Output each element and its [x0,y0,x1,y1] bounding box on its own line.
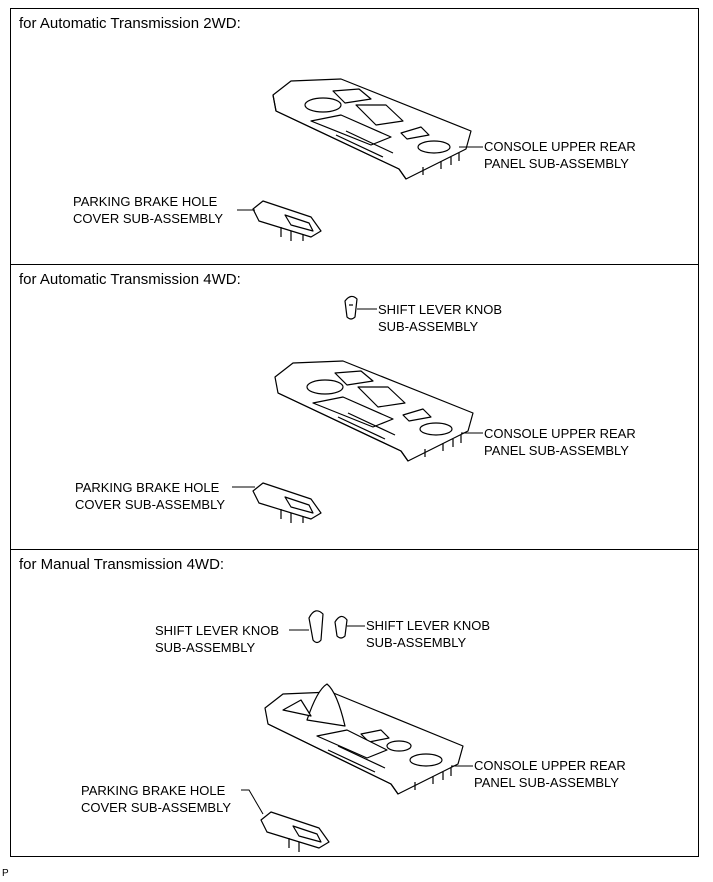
parking-brake-hole-cover-label: PARKING BRAKE HOLE COVER SUB-ASSEMBLY [73,194,224,226]
at-4wd-parts-illustration [232,295,483,523]
parking-brake-hole-cover-drawing [252,482,322,523]
section-heading: for Automatic Transmission 4WD: [19,271,241,288]
console-upper-rear-panel-drawing [272,78,472,180]
parking-brake-hole-cover-label: PARKING BRAKE HOLE COVER SUB-ASSEMBLY [81,783,232,815]
console-upper-rear-panel-label: CONSOLE UPPER REAR PANEL SUB-ASSEMBLY [474,758,626,790]
section-mt-4wd: for Manual Transmission 4WD: [10,549,699,857]
console-upper-rear-panel-drawing [274,360,474,462]
section-at-4wd: for Automatic Transmission 4WD: [10,264,699,550]
shift-lever-knob-left-drawing [308,610,324,644]
at-2wd-parts-illustration [237,78,483,241]
parking-brake-hole-cover-drawing [252,200,322,241]
shift-lever-knob-label: SHIFT LEVER KNOB SUB-ASSEMBLY [378,302,503,334]
shift-lever-knob-drawing [344,295,358,320]
mt-4wd-parts-illustration [241,610,473,852]
section-heading: for Automatic Transmission 2WD: [19,15,241,32]
shift-lever-knob-right-drawing [334,615,348,639]
console-upper-rear-panel-drawing [264,683,464,795]
section-heading: for Manual Transmission 4WD: [19,556,225,573]
figure-reference: P [2,868,9,879]
shift-lever-knob-right-label: SHIFT LEVER KNOB SUB-ASSEMBLY [366,618,491,650]
parking-brake-hole-cover-drawing [260,811,330,852]
console-upper-rear-panel-label: CONSOLE UPPER REAR PANEL SUB-ASSEMBLY [484,139,636,171]
parking-brake-hole-cover-label: PARKING BRAKE HOLE COVER SUB-ASSEMBLY [75,480,226,512]
section-at-2wd: for Automatic Transmission 2WD: CONSO [10,8,699,265]
leader-line [241,789,264,815]
shift-lever-knob-left-label: SHIFT LEVER KNOB SUB-ASSEMBLY [155,623,280,655]
console-upper-rear-panel-label: CONSOLE UPPER REAR PANEL SUB-ASSEMBLY [484,426,636,458]
